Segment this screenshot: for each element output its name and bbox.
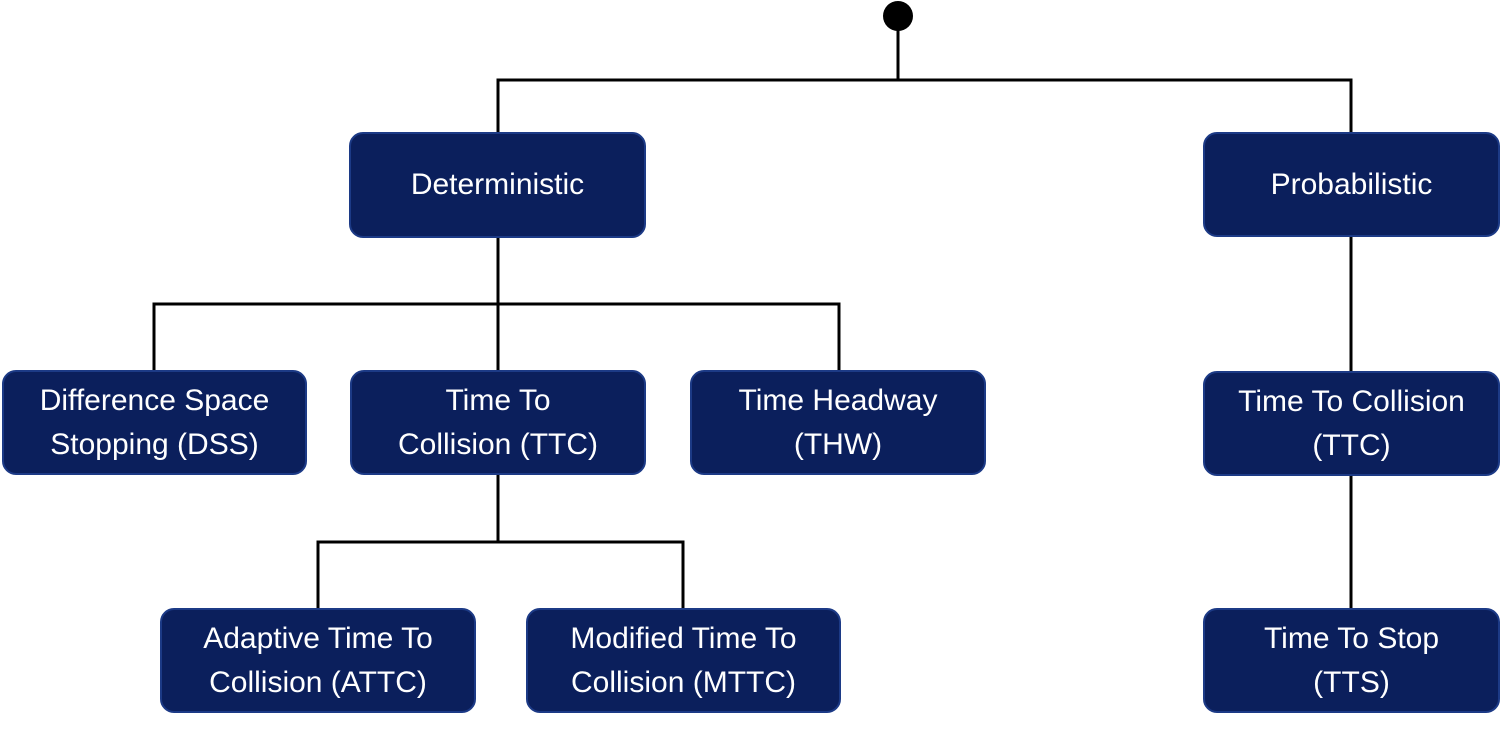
node-thw-line-1: Time Headway <box>738 383 938 417</box>
node-mttc-line-2: Collision (MTTC) <box>571 665 796 699</box>
node-probabilistic: Probabilistic <box>1203 132 1500 237</box>
node-ttc-line-1: Time To <box>445 383 551 417</box>
node-dss-line-1: Difference Space <box>39 383 270 417</box>
node-time-to-collision-deterministic: Time To Collision (TTC) <box>350 370 646 475</box>
node-difference-space-stopping: Difference Space Stopping (DSS) <box>2 370 307 475</box>
node-dss-line-2: Stopping (DSS) <box>50 427 259 461</box>
node-attc-line-2: Collision (ATTC) <box>209 665 427 699</box>
node-deterministic-label: Deterministic <box>410 168 585 201</box>
node-ttc-line-2: Collision (TTC) <box>397 427 598 461</box>
node-time-to-stop: Time To Stop (TTS) <box>1203 608 1500 713</box>
node-time-headway: Time Headway (THW) <box>690 370 986 475</box>
node-adaptive-time-to-collision: Adaptive Time To Collision (ATTC) <box>160 608 476 713</box>
node-deterministic: Deterministic <box>349 132 646 238</box>
node-modified-time-to-collision: Modified Time To Collision (MTTC) <box>526 608 841 713</box>
node-probabilistic-label: Probabilistic <box>1270 167 1433 201</box>
node-attc-line-1: Adaptive Time To <box>203 621 433 655</box>
node-pttc-line-1: Time To Collision <box>1238 384 1465 418</box>
node-tts-line-2: (TTS) <box>1313 665 1390 699</box>
node-tts-line-1: Time To Stop <box>1263 621 1440 655</box>
node-pttc-line-2: (TTC) <box>1312 428 1391 462</box>
node-time-to-collision-probabilistic: Time To Collision (TTC) <box>1203 371 1500 476</box>
node-thw-line-2: (THW) <box>793 427 883 461</box>
node-mttc-line-1: Modified Time To <box>570 621 797 655</box>
